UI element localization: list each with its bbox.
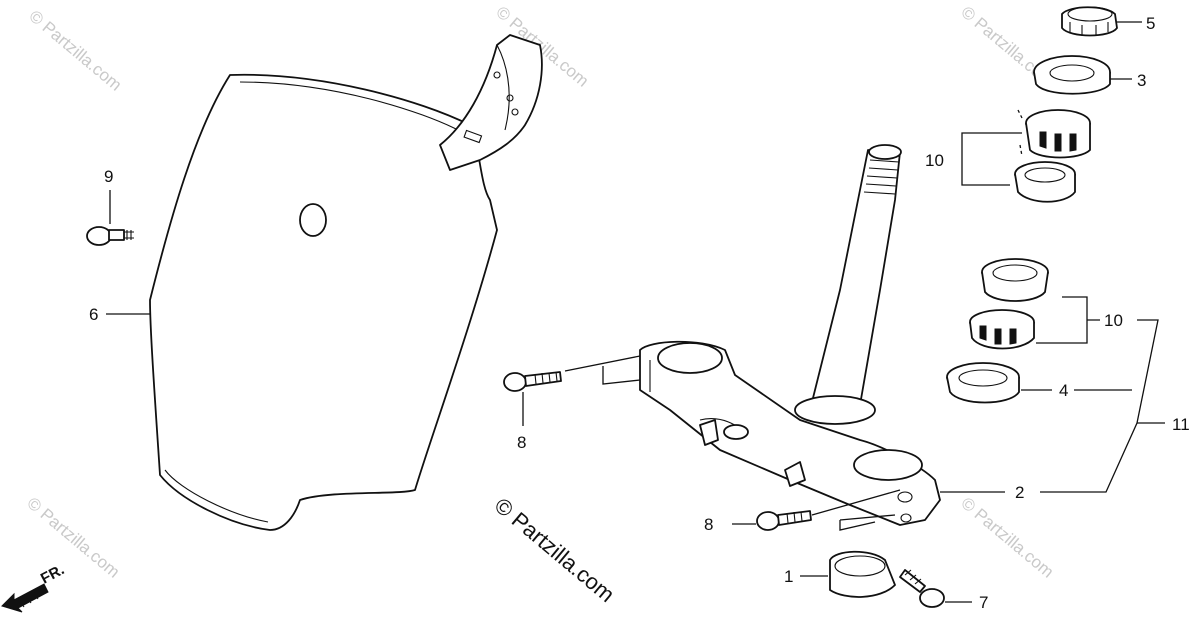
leader-lines [106, 21, 1165, 603]
part-seal-4 [946, 362, 1020, 404]
callout-8-lower: 8 [704, 515, 713, 534]
callout-11: 11 [1172, 415, 1190, 434]
watermark-bottom-left: © Partzilla.com [23, 494, 123, 582]
callout-2: 2 [1015, 483, 1024, 502]
part-number-plate [149, 34, 543, 531]
callout-4: 4 [1059, 381, 1068, 400]
callout-9: 9 [104, 167, 113, 186]
callout-7: 7 [979, 593, 988, 612]
part-bearing-10-lower [969, 309, 1035, 350]
part-bolt-7 [899, 569, 945, 608]
part-seal-3 [1033, 55, 1111, 95]
part-bolt-8-lower [756, 510, 812, 531]
callout-1: 1 [784, 567, 793, 586]
watermark-bottom-right: © Partzilla.com [957, 494, 1057, 582]
part-bearing-10-upper [1025, 109, 1091, 159]
callout-8-upper: 8 [517, 433, 526, 452]
front-arrow-icon [1, 583, 49, 613]
watermark-main: © Partzilla.com [490, 493, 620, 607]
part-race-10-upper [1014, 161, 1076, 203]
callout-10-upper: 10 [925, 151, 944, 170]
front-label: FR. [38, 561, 67, 587]
part-clamp [829, 550, 896, 598]
callout-6: 6 [89, 305, 98, 324]
callout-10-lower: 10 [1104, 311, 1123, 330]
callout-5: 5 [1146, 14, 1155, 33]
part-bolt-8-upper [503, 371, 562, 392]
front-direction-indicator: FR. [1, 561, 67, 613]
part-race-10-lower [981, 258, 1049, 302]
part-bottom-bridge [639, 340, 941, 526]
callout-3: 3 [1137, 71, 1146, 90]
part-bolt-9 [86, 226, 134, 246]
callout-labels: 9 6 5 3 10 10 4 11 2 8 8 1 7 [89, 14, 1190, 612]
watermark-top-left: © Partzilla.com [25, 7, 125, 95]
part-nut-5 [1061, 6, 1118, 37]
part-steering-stem [794, 144, 902, 425]
